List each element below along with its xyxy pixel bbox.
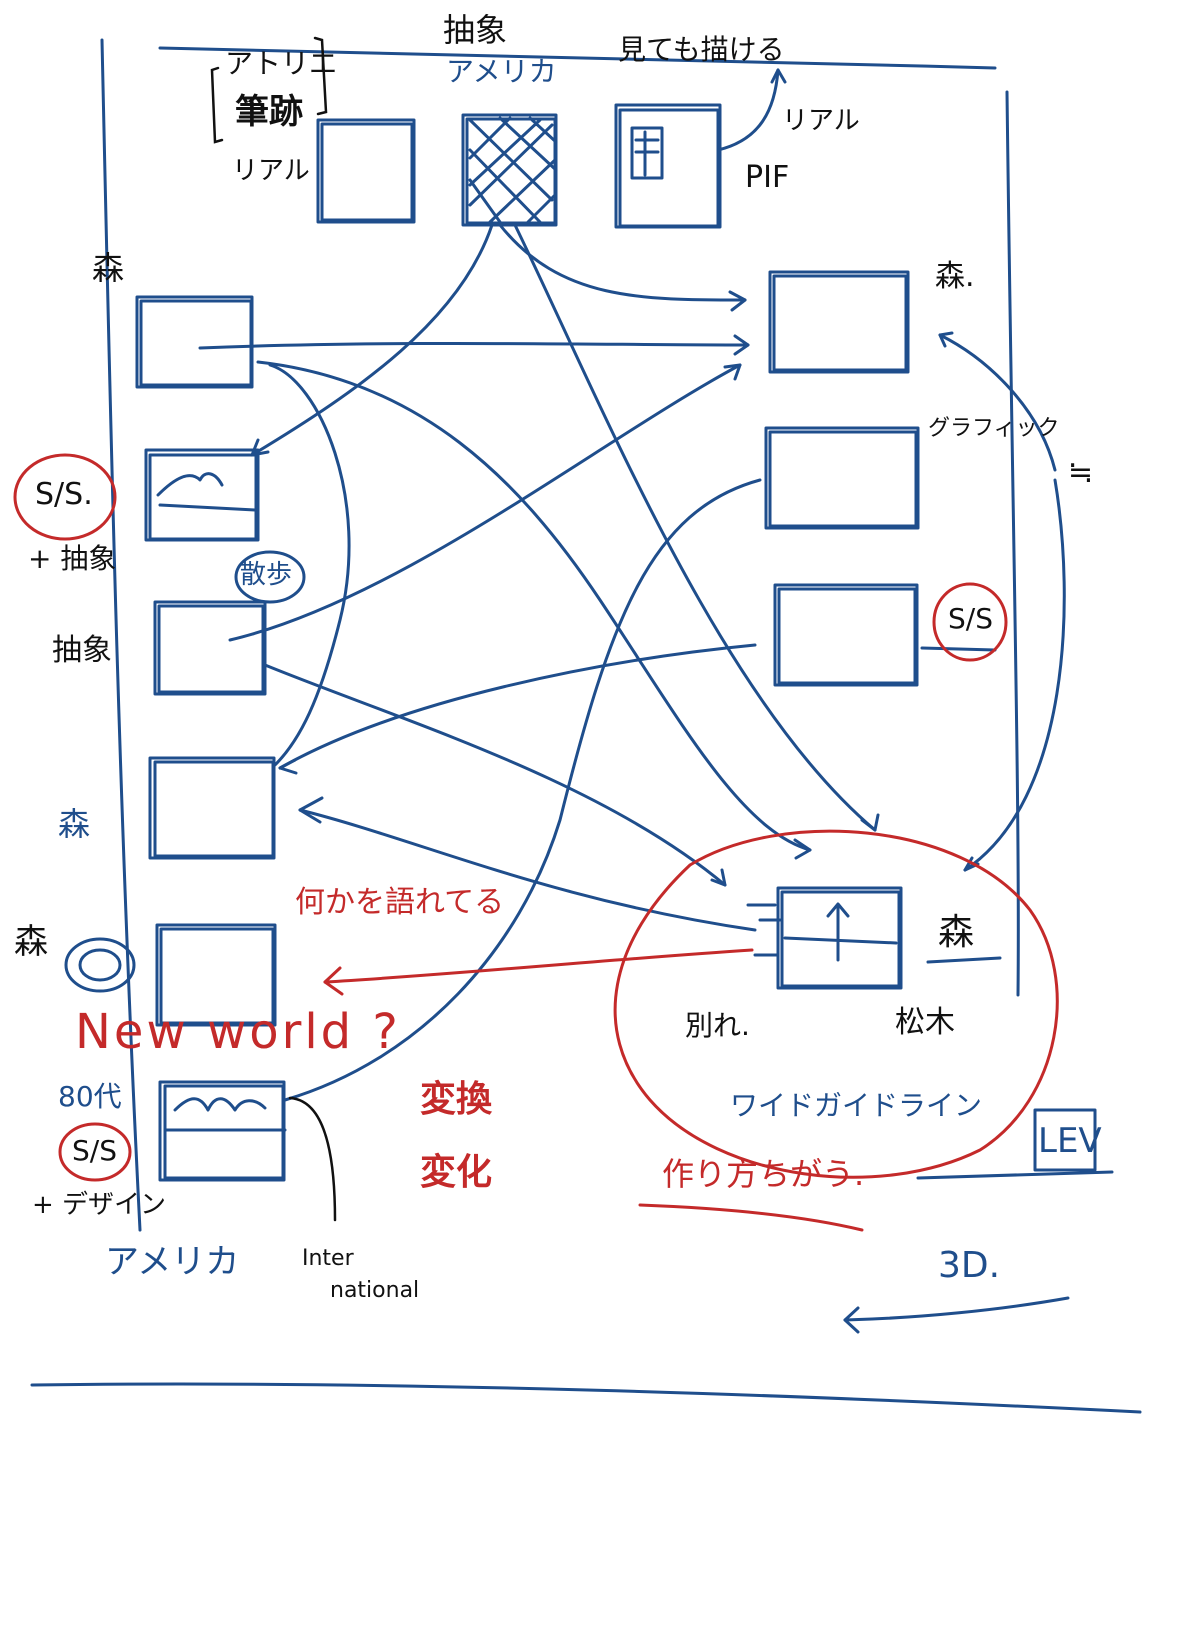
label-lev: LEV <box>1038 1121 1102 1161</box>
label-real-left: リアル <box>232 156 310 186</box>
spiral-outer <box>64 937 136 993</box>
box-left-3 <box>153 600 267 696</box>
arrow-3d-left <box>843 1296 1070 1322</box>
label-plus-design: + デザイン <box>32 1190 167 1220</box>
box-left-4 <box>148 756 276 860</box>
label-ss-left2: S/S <box>72 1134 117 1167</box>
ss-circle-left <box>13 453 117 541</box>
label-mori-center: 森 <box>938 912 975 953</box>
label-fude: 筆跡 <box>235 92 303 132</box>
label-betsu: 別れ. <box>685 1009 750 1042</box>
label-atelier: アトリエ <box>225 47 338 80</box>
label-mori-2: 森 <box>58 805 91 843</box>
ss-circle-right <box>932 582 1008 662</box>
box-top-pif <box>614 103 722 229</box>
arrow-left3-to-right1 <box>228 363 742 642</box>
box-left-1 <box>135 295 254 389</box>
label-real-right: リアル <box>782 106 860 136</box>
frame-left-line <box>100 38 142 1232</box>
arrow-left3-to-center <box>263 663 727 887</box>
atelier-bracket <box>210 36 328 144</box>
label-sanpo: 散歩 <box>240 560 293 590</box>
arrow-left1-to-center <box>256 360 812 852</box>
arrow-right-side-to-right1 <box>938 333 1057 472</box>
box-right-2 <box>764 426 920 530</box>
frame-top-line <box>158 46 997 70</box>
label-international-2: national <box>330 1278 420 1303</box>
box-right-1 <box>768 270 910 374</box>
box-left-5 <box>155 923 277 1027</box>
note-tsukurikata: 作り方ちがう. <box>662 1155 865 1193</box>
note-henkan: 変換 <box>420 1079 493 1120</box>
arrow-left6-to-right2 <box>283 478 762 1102</box>
label-mori-top-right: 森. <box>935 259 975 294</box>
label-pif: PIF <box>745 160 790 195</box>
box-left-6 <box>158 1080 287 1182</box>
box-center <box>776 886 903 990</box>
arrow-abstract-to-center <box>513 223 877 832</box>
label-matsuki: 松木 <box>895 1005 955 1040</box>
box-right-3 <box>773 583 919 687</box>
note-henka: 変化 <box>420 1152 493 1193</box>
label-eighties: 80代 <box>58 1080 122 1113</box>
box-top-real <box>316 118 416 224</box>
label-3d: 3D. <box>938 1245 1001 1286</box>
label-plus-abstract: + 抽象 <box>28 542 117 575</box>
arrow-right-side-to-center <box>963 478 1066 872</box>
arrow-left1-to-left4 <box>268 363 351 767</box>
label-mori-3: 森 <box>14 922 48 962</box>
ss-circle-left2 <box>58 1122 132 1182</box>
label-abstract-left: 抽象 <box>52 633 112 668</box>
label-graphic: グラフィック <box>928 416 1060 441</box>
lev-underline <box>916 1170 1114 1180</box>
arrow-abstract-to-right1 <box>498 223 747 302</box>
box-top-abstract <box>461 113 558 227</box>
label-america-top: アメリカ <box>446 55 557 88</box>
frame-right-line <box>1005 90 1020 997</box>
sanpo-circle <box>234 550 306 604</box>
label-yokumaba: 見ても描ける <box>618 33 785 66</box>
frame-bottom-line <box>30 1382 1142 1414</box>
big-red-circle <box>613 829 1059 1179</box>
label-america-bottom: アメリカ <box>105 1242 240 1282</box>
lev-box <box>1033 1108 1097 1172</box>
tsukurikata-underline <box>638 1203 864 1232</box>
spiral-inner <box>78 948 122 982</box>
label-equal: ≒ <box>1068 455 1094 490</box>
matsuki-underline <box>926 956 1002 964</box>
arrow-center-to-left4 <box>298 808 757 932</box>
center-sidemarks <box>746 903 782 957</box>
arrow-pif-real <box>716 68 780 152</box>
label-international-1: Inter <box>302 1246 354 1271</box>
note-new-world: New world ? <box>75 1004 401 1060</box>
arrow-right3-to-left4 <box>278 643 757 770</box>
ss-right-line <box>920 646 997 652</box>
label-abstract-top: 抽象 <box>443 11 508 49</box>
label-mori-1: 森 <box>92 249 125 287</box>
arrow-left1-to-right1 <box>198 341 750 350</box>
label-wide-guideline: ワイドガイドライン <box>730 1089 983 1122</box>
arrow-abstract-to-left2 <box>250 223 494 457</box>
red-arrow-to-left5 <box>323 948 754 984</box>
label-ss-left: S/S. <box>35 477 93 512</box>
international-pointer <box>288 1096 337 1222</box>
box-left-2 <box>144 448 260 542</box>
note-nanika: 何かを語れてる <box>295 885 505 920</box>
label-ss-right: S/S <box>948 602 993 635</box>
